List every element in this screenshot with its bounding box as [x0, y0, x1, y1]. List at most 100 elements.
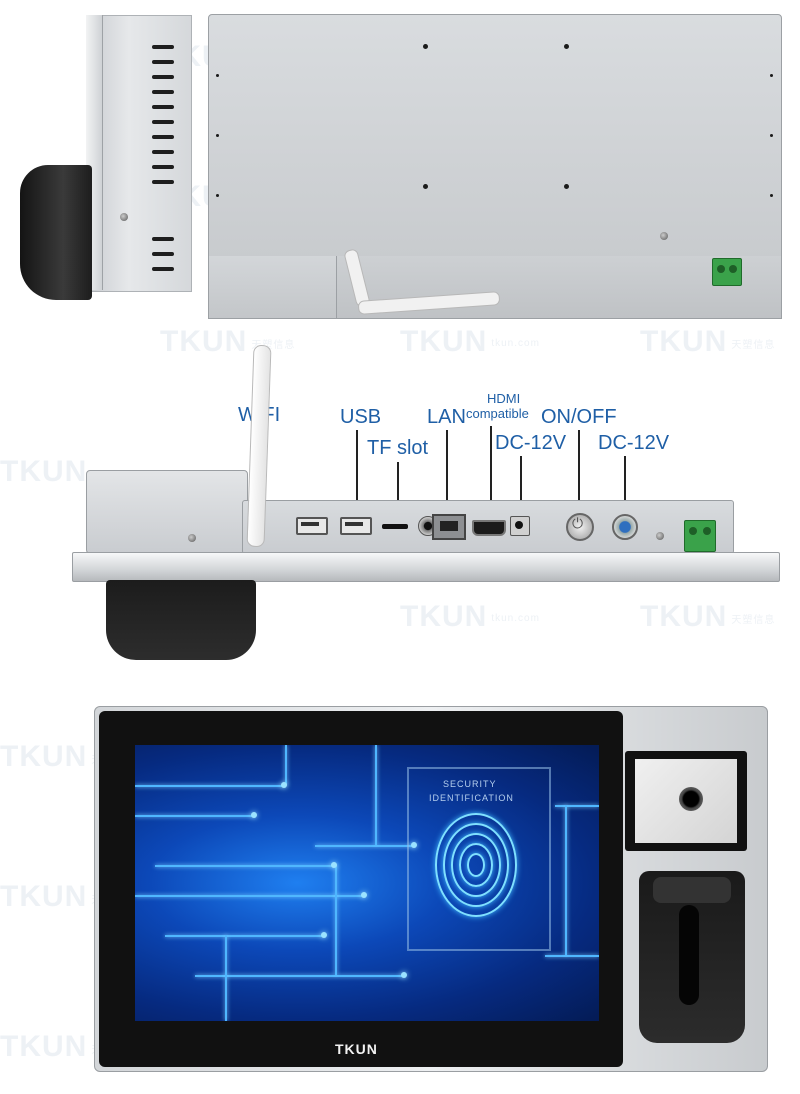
edge-screw — [216, 134, 219, 137]
back-panel-notch — [208, 256, 340, 319]
side-view — [20, 15, 192, 305]
card-reader-lip — [653, 877, 731, 903]
vent-slot — [152, 75, 174, 79]
circuit-node — [251, 812, 257, 818]
circuit-trace — [565, 805, 567, 955]
security-text: SECURITY — [443, 779, 497, 789]
vent-slot — [152, 165, 174, 169]
edge-screw — [216, 194, 219, 197]
watermark: TKUN — [0, 455, 88, 488]
circuit-trace — [135, 895, 365, 897]
touch-screen[interactable]: SECURITY IDENTIFICATION — [135, 745, 599, 1021]
label-dc-12v: DC-12V — [495, 432, 567, 454]
edge-screw — [770, 74, 773, 77]
reader-housing — [86, 470, 248, 554]
usb-port[interactable] — [296, 517, 328, 535]
label-tf-slot: TF slot — [367, 437, 429, 459]
ground-screw-icon — [660, 232, 668, 240]
vent-slot — [152, 90, 174, 94]
circuit-trace — [195, 975, 405, 977]
vesa-hole — [423, 184, 428, 189]
label-hdmi-compatible: compatible — [466, 406, 529, 421]
circuit-trace — [225, 935, 227, 1021]
card-reader[interactable] — [639, 871, 745, 1043]
camera-lens-icon — [679, 787, 703, 811]
screw-icon — [656, 532, 664, 540]
leader-line — [624, 456, 626, 512]
ports-view — [72, 344, 782, 665]
label-dc-12v-2: DC-12V — [598, 432, 670, 454]
card-reader-bracket — [106, 580, 256, 660]
side-panel — [86, 15, 192, 292]
vent-slot — [152, 150, 174, 154]
card-reader-bracket — [20, 165, 92, 300]
barcode-scanner — [625, 751, 747, 851]
edge-screw — [770, 134, 773, 137]
screen-bezel: SECURITY IDENTIFICATION TKUN — [99, 711, 623, 1067]
leader-line — [397, 462, 399, 517]
label-usb: USB — [340, 406, 382, 428]
circuit-node — [411, 842, 417, 848]
card-slot[interactable] — [679, 905, 699, 1005]
screw-icon — [120, 213, 128, 221]
front-bezel-edge — [72, 552, 780, 582]
fingerprint-icon — [435, 811, 517, 917]
leader-line — [578, 430, 580, 510]
vent-slot — [152, 120, 174, 124]
scanner-window — [635, 759, 737, 843]
circuit-trace — [335, 865, 337, 975]
vent-slot — [152, 45, 174, 49]
power-button[interactable] — [566, 513, 594, 541]
back-panel — [208, 14, 782, 261]
vesa-hole — [564, 184, 569, 189]
tf-slot[interactable] — [382, 524, 408, 529]
leader-line — [446, 430, 448, 512]
circuit-node — [331, 862, 337, 868]
power-terminal[interactable] — [684, 520, 716, 552]
lan-port[interactable] — [432, 514, 466, 540]
circuit-trace — [165, 935, 325, 937]
vent-slot — [152, 60, 174, 64]
vent-slot — [152, 252, 174, 256]
back-view — [208, 14, 782, 322]
label-lan: LAN — [427, 406, 466, 428]
usb-port[interactable] — [340, 517, 372, 535]
vent-slot — [152, 180, 174, 184]
circuit-trace — [135, 785, 285, 787]
vent-slot — [152, 237, 174, 241]
leader-line — [520, 456, 522, 514]
circuit-node — [321, 932, 327, 938]
label-hdmi: HDMI — [487, 391, 521, 406]
vesa-hole — [564, 44, 569, 49]
circuit-trace — [375, 745, 377, 845]
dc-aviation-connector[interactable] — [612, 514, 638, 540]
edge-screw — [770, 194, 773, 197]
vesa-hole — [423, 44, 428, 49]
edge-screw — [216, 74, 219, 77]
circuit-node — [361, 892, 367, 898]
front-view: SECURITY IDENTIFICATION TKUN — [94, 706, 768, 1072]
vent-slot — [152, 267, 174, 271]
vent-slot — [152, 105, 174, 109]
screw-icon — [188, 534, 196, 542]
circuit-node — [281, 782, 287, 788]
circuit-trace — [545, 955, 599, 957]
hdmi-port[interactable] — [472, 520, 506, 536]
dc-jack[interactable] — [510, 516, 530, 536]
label-on-off: ON/OFF — [541, 406, 617, 428]
circuit-trace — [285, 745, 287, 785]
brand-logo: TKUN — [335, 1041, 378, 1057]
circuit-trace — [135, 815, 255, 817]
circuit-trace — [315, 845, 415, 847]
identification-text: IDENTIFICATION — [429, 793, 514, 803]
leader-line — [356, 430, 358, 510]
vent-slot — [152, 135, 174, 139]
circuit-trace — [155, 865, 335, 867]
security-frame: SECURITY IDENTIFICATION — [407, 767, 551, 951]
power-terminal — [712, 258, 742, 286]
